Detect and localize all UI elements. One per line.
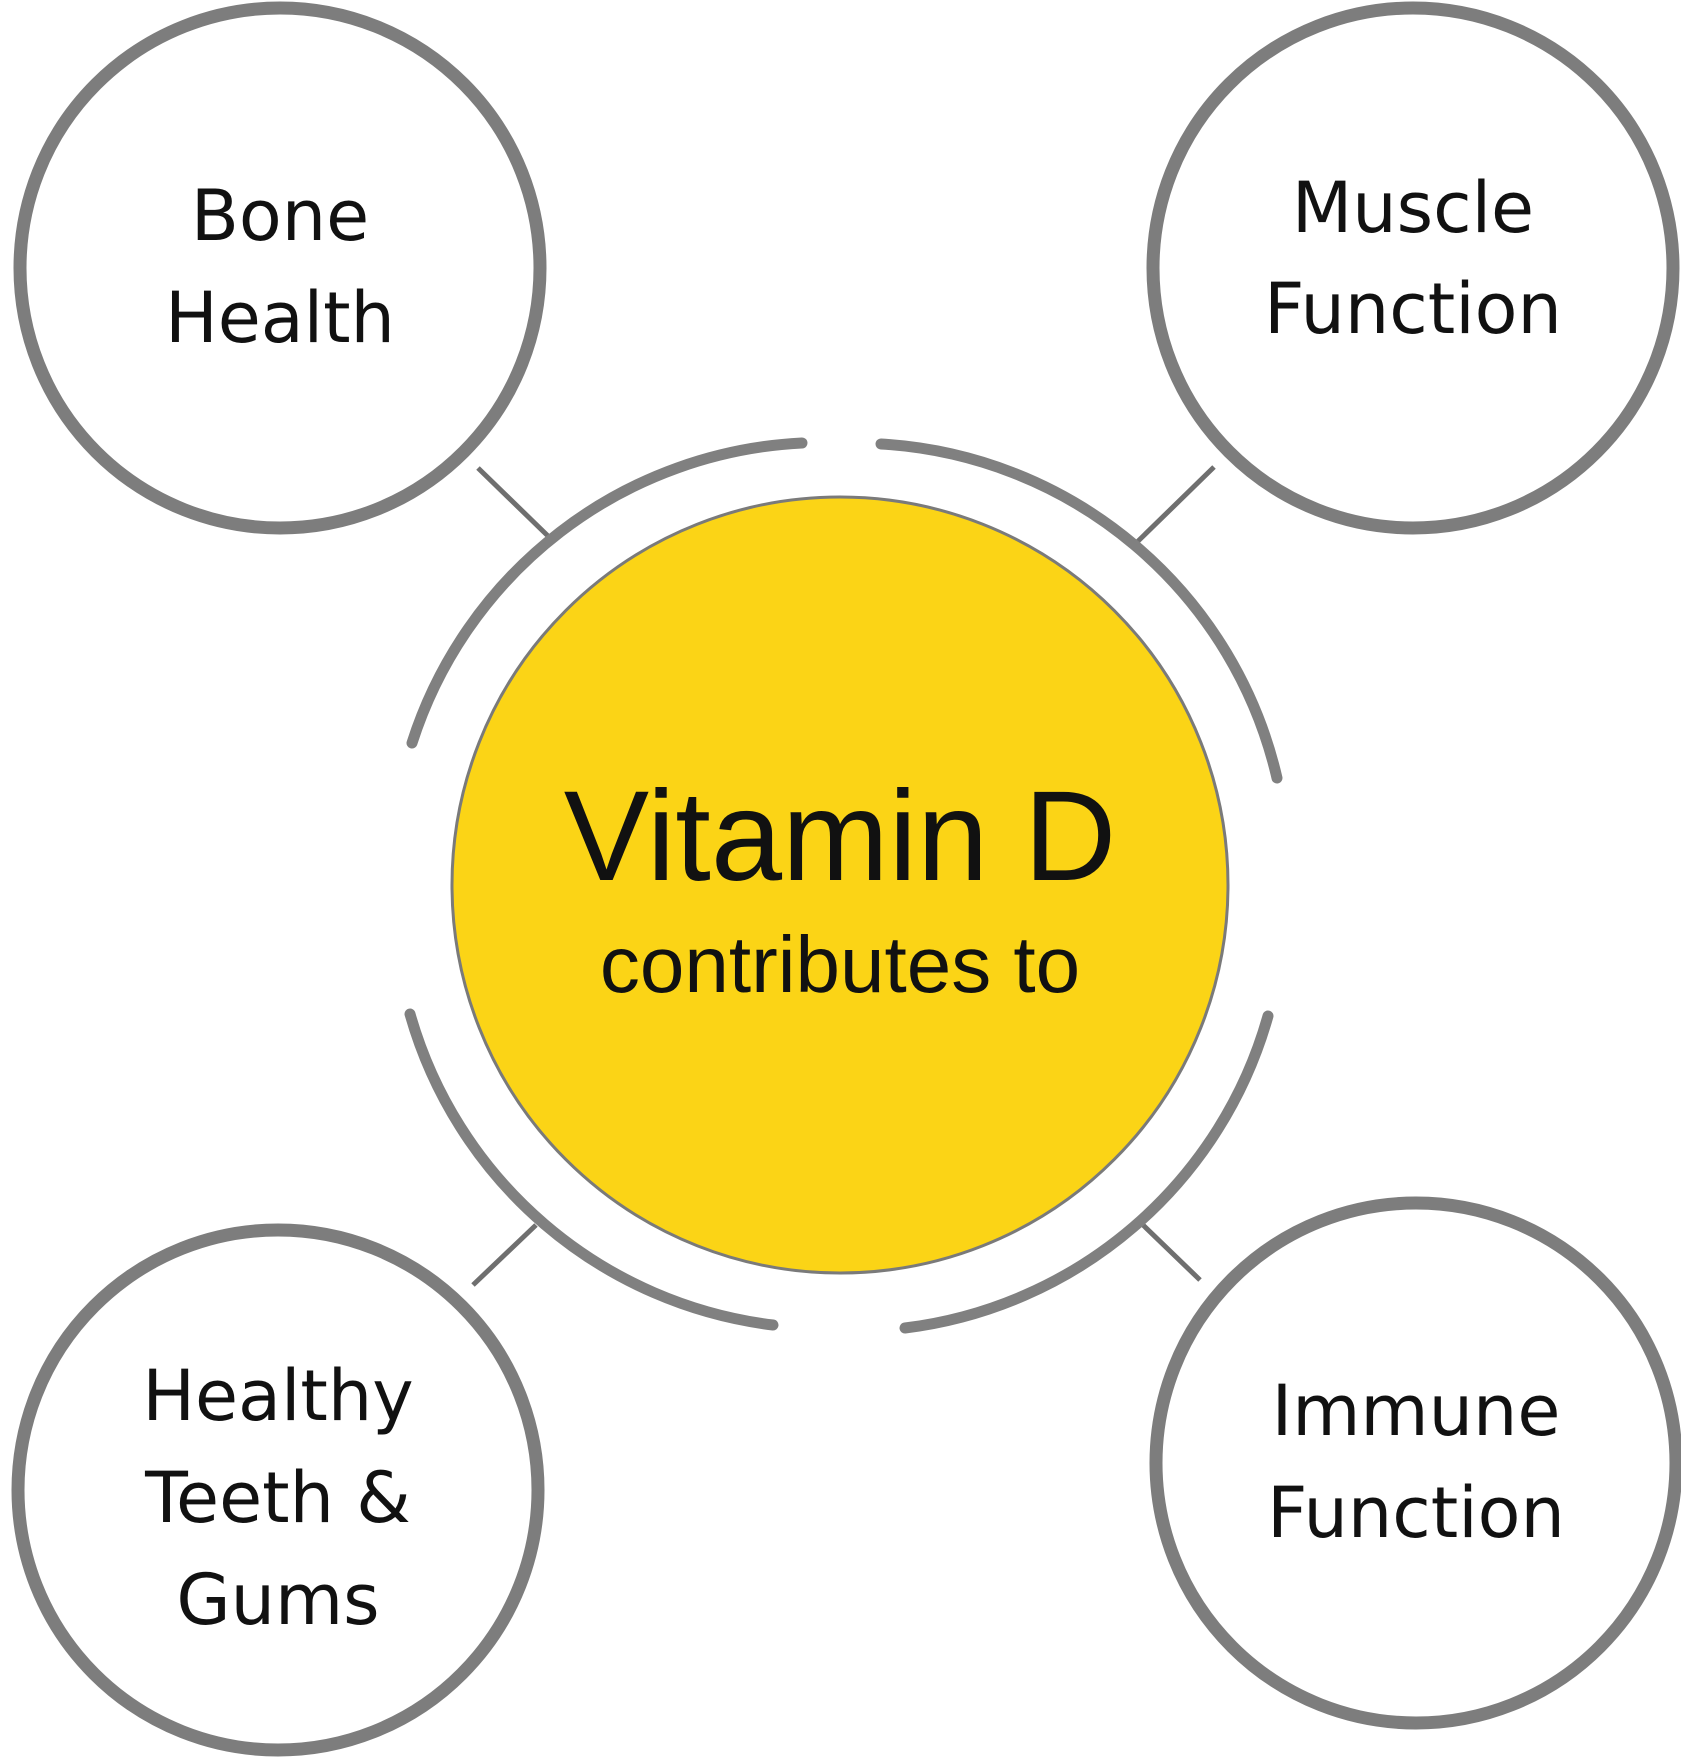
satellite-healthy-teeth-gums: Healthy Teeth & Gums (11, 1223, 545, 1757)
connector-top-right (1129, 465, 1216, 550)
satellite-immune-function: Immune Function (1149, 1196, 1681, 1730)
connector-bottom-right (1140, 1222, 1202, 1282)
center-title: Vitamin D (564, 765, 1117, 908)
satellite-label-line: Immune (1272, 1370, 1561, 1452)
satellite-label-line: Health (165, 277, 395, 359)
satellite-label-line: Muscle (1292, 167, 1534, 249)
ring-arc-top-right (875, 438, 1283, 784)
center-subtitle: contributes to (600, 920, 1080, 1009)
satellite-label-line: Bone (191, 175, 369, 257)
connector-top-left (476, 466, 550, 538)
ring-arc-bottom-left (404, 1008, 779, 1331)
satellite-muscle-function: Muscle Function (1146, 1, 1680, 535)
satellite-circle (13, 1, 547, 535)
satellite-label-line: Function (1264, 268, 1562, 350)
ring-arc-top-left (406, 437, 808, 749)
center-ring (404, 437, 1283, 1334)
satellite-label-line: Healthy (142, 1355, 413, 1437)
satellite-bone-health: Bone Health (13, 1, 547, 535)
center-circle (450, 495, 1230, 1275)
satellite-label-line: Teeth & (144, 1457, 411, 1539)
satellite-label-line: Gums (176, 1559, 379, 1641)
ring-arc-bottom-right (899, 1010, 1274, 1334)
satellite-circle (1146, 1, 1680, 535)
satellite-circle (11, 1223, 545, 1757)
satellite-circle (1149, 1196, 1681, 1730)
connector-bottom-left (471, 1223, 538, 1287)
satellite-label-line: Function (1267, 1472, 1565, 1554)
